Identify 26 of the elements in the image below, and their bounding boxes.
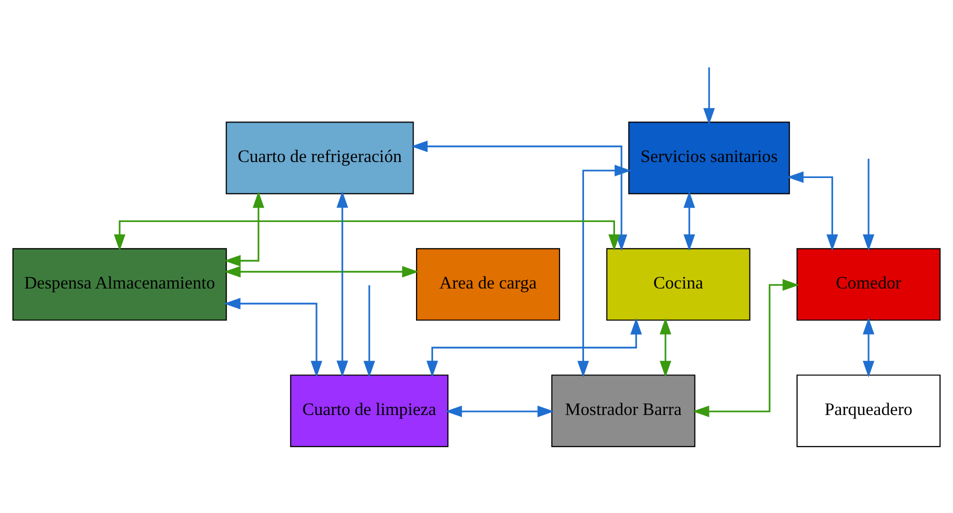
arrow xyxy=(411,140,628,251)
arrow xyxy=(364,285,376,378)
arrow xyxy=(426,318,642,378)
node-box: Area de carga xyxy=(416,248,560,321)
node-box: Despensa Almacenamiento xyxy=(12,248,227,321)
node-box: Cuarto de limpieza xyxy=(290,374,448,448)
arrow xyxy=(336,191,348,378)
node-box: Mostrador Barra xyxy=(551,374,696,448)
node-box: Parqueadero xyxy=(796,374,941,448)
arrow xyxy=(660,318,672,378)
node-box: Cuarto de refrigeración xyxy=(226,122,414,194)
arrow xyxy=(862,318,874,378)
node-box: Servicios sanitarios xyxy=(628,122,790,194)
arrow xyxy=(224,298,322,378)
arrow xyxy=(445,406,554,418)
arrow xyxy=(224,191,264,267)
arrow xyxy=(577,164,632,378)
arrow xyxy=(224,266,419,278)
arrow xyxy=(703,67,715,125)
arrow xyxy=(114,220,620,251)
node-box: Cocina xyxy=(606,248,750,321)
arrow xyxy=(692,279,800,418)
arrow xyxy=(684,191,696,251)
node-box: Comedor xyxy=(796,248,941,321)
arrow xyxy=(787,171,838,251)
arrow xyxy=(862,158,874,251)
